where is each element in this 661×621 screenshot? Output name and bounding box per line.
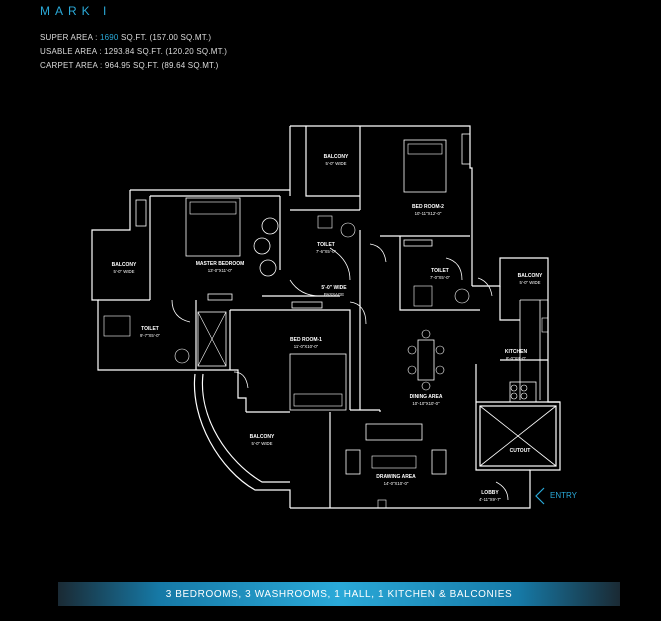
room-label-bed-room-1: BED ROOM-1	[290, 337, 322, 343]
room-dim-master-bedroom: 13'-0"X11'-0"	[208, 268, 233, 273]
room-dim-dining-area: 10'-10"X10'-0"	[412, 401, 440, 406]
floor-plan-walls	[91, 125, 561, 509]
room-label-drawing-area: DRAWING AREA	[376, 474, 416, 480]
usable-area-line: USABLE AREA : 1293.84 SQ.FT. (120.20 SQ.…	[40, 47, 228, 56]
page-title: MARK I	[40, 4, 112, 18]
room-dim-toilet-center: 7'-6"X5'-0"	[316, 249, 336, 254]
area-specs: SUPER AREA : 1690 SQ.FT. (157.00 SQ.MT.)…	[40, 31, 227, 73]
room-label-balcony-right: BALCONY	[518, 273, 543, 279]
room-label-balcony-top: BALCONY	[324, 154, 349, 160]
room-dim-drawing-area: 14'-0"X10'-0"	[384, 481, 409, 486]
room-dim-toilet-left: 9'-7"X5'-0"	[140, 333, 160, 338]
room-labels: BALCONY 5'-0" WIDE BED ROOM-2 10'-11"X12…	[112, 154, 543, 502]
room-label-lobby: LOBBY	[481, 490, 499, 496]
room-label-dining-area: DINING AREA	[410, 394, 443, 400]
room-label-balcony-left: BALCONY	[112, 262, 137, 268]
super-area-rest: SQ.FT. (157.00 SQ.MT.)	[118, 33, 212, 42]
room-dim-passage: PASSAGE	[324, 292, 344, 297]
entry-arrow-icon	[535, 487, 545, 505]
carpet-area-line: CARPET AREA : 964.95 SQ.FT. (89.64 SQ.MT…	[40, 61, 219, 70]
room-dim-lobby: 4'-11"X9'-7"	[479, 497, 502, 502]
room-label-passage: 5'-0" WIDE	[321, 285, 347, 291]
room-label-bed-room-2: BED ROOM-2	[412, 204, 444, 210]
room-dim-bed-room-2: 10'-11"X12'-0"	[415, 211, 442, 216]
room-dim-bed-room-1: 11'-0"X10'-0"	[294, 344, 319, 349]
entry-label: ENTRY	[550, 491, 578, 500]
room-dim-balcony-top: 5'-0" WIDE	[326, 161, 347, 166]
room-label-kitchen: KITCHEN	[505, 349, 528, 355]
footer-banner: 3 BEDROOMS, 3 WASHROOMS, 1 HALL, 1 KITCH…	[58, 582, 620, 606]
footer-text: 3 BEDROOMS, 3 WASHROOMS, 1 HALL, 1 KITCH…	[165, 588, 513, 600]
room-label-master-bedroom: MASTER BEDROOM	[196, 261, 245, 267]
room-dim-balcony-right: 5'-0" WIDE	[520, 280, 541, 285]
room-label-toilet-center: TOILET	[317, 242, 335, 248]
entry-marker: ENTRY	[535, 487, 578, 505]
super-area-label: SUPER AREA :	[40, 33, 100, 42]
super-area-line: SUPER AREA : 1690 SQ.FT. (157.00 SQ.MT.)	[40, 31, 227, 45]
room-dim-balcony-bottom: 5'-0" WIDE	[252, 441, 273, 446]
room-label-cutout: CUTOUT	[510, 448, 531, 454]
super-area-value: 1690	[99, 33, 119, 42]
room-label-toilet-right: TOILET	[431, 268, 449, 274]
room-label-toilet-left: TOILET	[141, 326, 159, 332]
room-dim-balcony-left: 5'-0" WIDE	[114, 269, 135, 274]
room-dim-kitchen: 8'-0"X8'-0"	[506, 356, 526, 361]
room-dim-toilet-right: 7'-0"X5'-0"	[430, 275, 450, 280]
room-label-balcony-bottom: BALCONY	[250, 434, 275, 440]
